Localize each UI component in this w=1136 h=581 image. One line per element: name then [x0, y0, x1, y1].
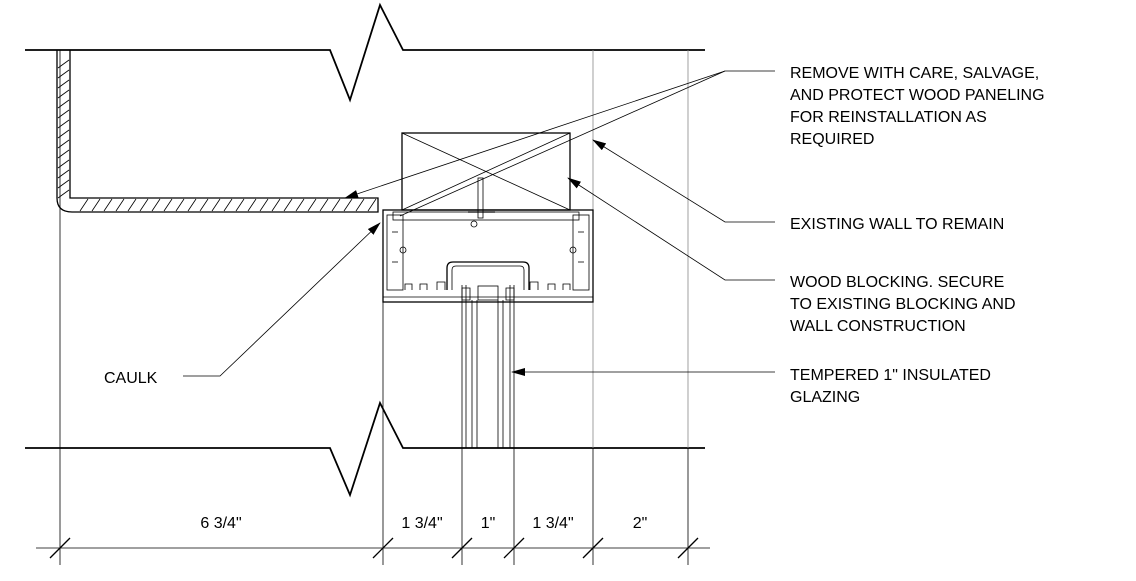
hatch-line: [57, 129, 70, 139]
hatch-line: [57, 109, 70, 119]
wall-break-top: [25, 2, 705, 103]
hatch-line: [175, 198, 185, 212]
wall-break-bottom: [25, 400, 705, 498]
hatch-line: [57, 159, 70, 169]
hatch-line: [211, 198, 221, 212]
note-existing-wall: EXISTING WALL TO REMAIN: [790, 216, 1004, 233]
note-caulk: CAULK: [104, 370, 158, 387]
hatch-line: [163, 198, 173, 212]
hatch-line: [57, 59, 70, 69]
hatch-line: [57, 179, 70, 189]
hatch-line: [199, 198, 209, 212]
hatch-line: [57, 169, 70, 179]
dimension-2: 2": [633, 515, 648, 532]
leader-caulk: [183, 222, 381, 377]
hatch-line: [235, 198, 245, 212]
hatch-line: [331, 198, 341, 212]
hatch-line: [259, 198, 269, 212]
hatch-line: [187, 198, 197, 212]
hatch-line: [57, 139, 70, 149]
hatch-line: [319, 198, 329, 212]
hatch-line: [151, 198, 161, 212]
dimension-6-3-4: 6 3/4": [200, 515, 241, 532]
wood-blocking: [401, 132, 571, 211]
hatch-line: [139, 198, 149, 212]
construction-lines: [59, 50, 689, 448]
hatch-line: [57, 149, 70, 159]
hatch-line: [271, 198, 281, 212]
hatch-line: [283, 198, 293, 212]
hatch-line: [223, 198, 233, 212]
note-remove-paneling: REMOVE WITH CARE, SALVAGE, AND PROTECT W…: [790, 65, 1049, 148]
hatch-line: [355, 198, 365, 212]
hatch-line: [57, 189, 70, 199]
hatch-line: [307, 198, 317, 212]
hatch-line: [91, 198, 101, 212]
hatch-line: [343, 198, 353, 212]
window-frame-head: [382, 177, 594, 303]
hatch-line: [127, 198, 137, 212]
leader-remove-paneling: [344, 70, 775, 217]
leader-existing-wall: [592, 139, 775, 223]
insulated-glazing: [461, 285, 515, 448]
dimension-1-3-4-right: 1 3/4": [532, 515, 573, 532]
hatch-line: [367, 198, 377, 212]
hatch-line: [57, 119, 70, 129]
hatch-line: [57, 99, 70, 109]
hatch-line: [115, 198, 125, 212]
paneling-hatch-vertical: [57, 59, 70, 199]
hatch-line: [57, 89, 70, 99]
hatch-line: [57, 79, 70, 89]
paneling-hatch-horizontal: [79, 198, 377, 212]
hatch-line: [57, 69, 70, 79]
dimension-1-3-4-left: 1 3/4": [401, 515, 442, 532]
hatch-line: [103, 198, 113, 212]
leader-wood-blocking: [567, 177, 775, 281]
hatch-line: [247, 198, 257, 212]
hatch-line: [79, 198, 89, 212]
dimension-1: 1": [481, 515, 496, 532]
note-tempered-glazing: TEMPERED 1" INSULATED GLAZING: [790, 367, 995, 406]
dimension-string: [36, 448, 710, 565]
wood-paneling: [56, 50, 379, 213]
hatch-line: [295, 198, 305, 212]
note-wood-blocking: WOOD BLOCKING. SECURE TO EXISTING BLOCKI…: [790, 274, 1020, 335]
